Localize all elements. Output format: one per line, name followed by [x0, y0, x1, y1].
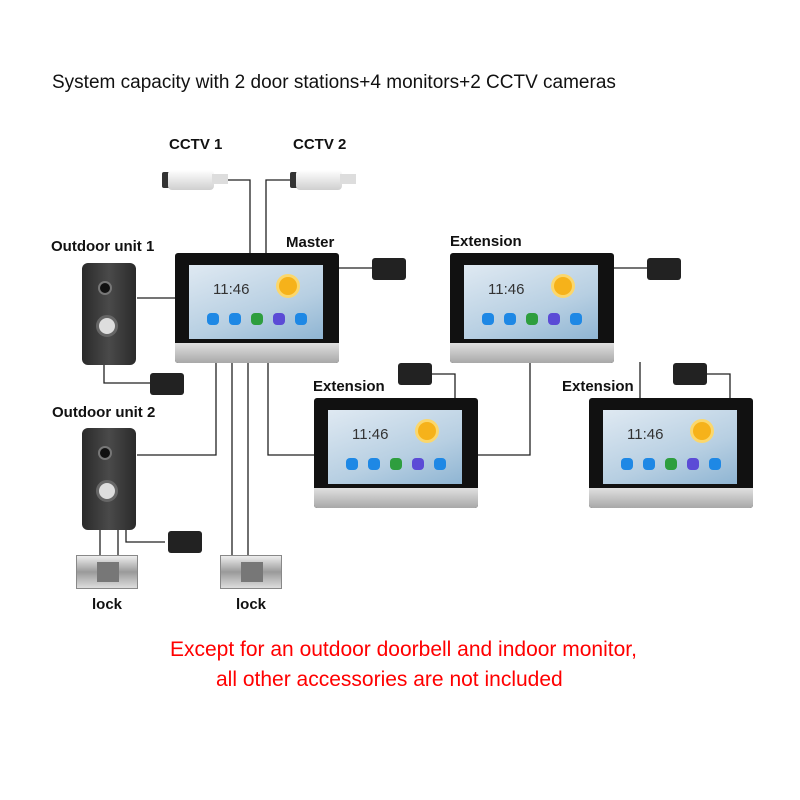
monitor-extension-mid: 11:46 — [314, 398, 478, 508]
wire-outdoor2-adapter — [125, 530, 165, 543]
wire-ext-right-adapter — [707, 373, 731, 398]
app-icon — [251, 313, 263, 325]
power-adapter — [647, 258, 681, 280]
wire-master-ext — [267, 362, 314, 456]
weather-sun-icon — [693, 422, 711, 440]
label-extension-top: Extension — [450, 233, 522, 250]
wire-cctv1 — [228, 179, 251, 253]
power-adapter — [150, 373, 184, 395]
app-icons — [482, 313, 582, 325]
weather-sun-icon — [554, 277, 572, 295]
power-adapter — [673, 363, 707, 385]
clock-time: 11:46 — [627, 426, 664, 443]
label-outdoor1: Outdoor unit 1 — [51, 238, 155, 255]
power-adapter — [372, 258, 406, 280]
monitor-extension-top: 11:46 — [450, 253, 614, 363]
label-cctv1: CCTV 1 — [169, 136, 223, 153]
app-icon — [709, 458, 721, 470]
wire-cctv2 — [265, 179, 290, 253]
app-icon — [570, 313, 582, 325]
wire-ext-top-mid — [478, 362, 531, 456]
label-extension-right: Extension — [562, 378, 634, 395]
weather-sun-icon — [279, 277, 297, 295]
wire-ext-mid-adapter — [432, 373, 456, 398]
monitor-screen: 11:46 — [464, 265, 598, 339]
cctv-camera-1 — [162, 166, 228, 194]
app-icon — [368, 458, 380, 470]
outdoor-unit-1 — [82, 263, 136, 365]
app-icon — [273, 313, 285, 325]
app-icon — [665, 458, 677, 470]
label-lock2: lock — [236, 596, 267, 613]
app-icon — [687, 458, 699, 470]
cctv-camera-2 — [290, 166, 356, 194]
app-icon — [412, 458, 424, 470]
outdoor-unit-2 — [82, 428, 136, 530]
app-icon — [346, 458, 358, 470]
monitor-master: 11:46 — [175, 253, 339, 363]
app-icon — [504, 313, 516, 325]
clock-time: 11:46 — [488, 281, 525, 298]
wire-outdoor2 — [137, 362, 217, 456]
monitor-silver-bar — [314, 488, 478, 508]
app-icons — [207, 313, 307, 325]
weather-sun-icon — [418, 422, 436, 440]
power-adapter — [168, 531, 202, 553]
wire-outdoor1-adapter — [103, 365, 150, 384]
label-lock1: lock — [92, 596, 123, 613]
app-icon — [548, 313, 560, 325]
app-icons — [621, 458, 721, 470]
app-icon — [390, 458, 402, 470]
label-master: Master — [286, 234, 335, 251]
app-icon — [526, 313, 538, 325]
app-icon — [229, 313, 241, 325]
app-icons — [346, 458, 446, 470]
monitor-screen: 11:46 — [189, 265, 323, 339]
app-icon — [434, 458, 446, 470]
label-cctv2: CCTV 2 — [293, 136, 347, 153]
diagram-title: System capacity with 2 door stations+4 m… — [52, 72, 616, 93]
note-line-1: Except for an outdoor doorbell and indoo… — [170, 638, 637, 661]
label-outdoor2: Outdoor unit 2 — [52, 404, 156, 421]
app-icon — [643, 458, 655, 470]
monitor-screen: 11:46 — [328, 410, 462, 484]
monitor-silver-bar — [175, 343, 339, 363]
app-icon — [482, 313, 494, 325]
monitor-silver-bar — [450, 343, 614, 363]
monitor-silver-bar — [589, 488, 753, 508]
note-line-2: all other accessories are not included — [216, 668, 563, 691]
clock-time: 11:46 — [352, 426, 389, 443]
lock-1 — [76, 555, 138, 589]
app-icon — [207, 313, 219, 325]
power-adapter — [398, 363, 432, 385]
monitor-screen: 11:46 — [603, 410, 737, 484]
lock-2 — [220, 555, 282, 589]
monitor-extension-right: 11:46 — [589, 398, 753, 508]
app-icon — [621, 458, 633, 470]
app-icon — [295, 313, 307, 325]
label-extension-mid: Extension — [313, 378, 385, 395]
clock-time: 11:46 — [213, 281, 250, 298]
